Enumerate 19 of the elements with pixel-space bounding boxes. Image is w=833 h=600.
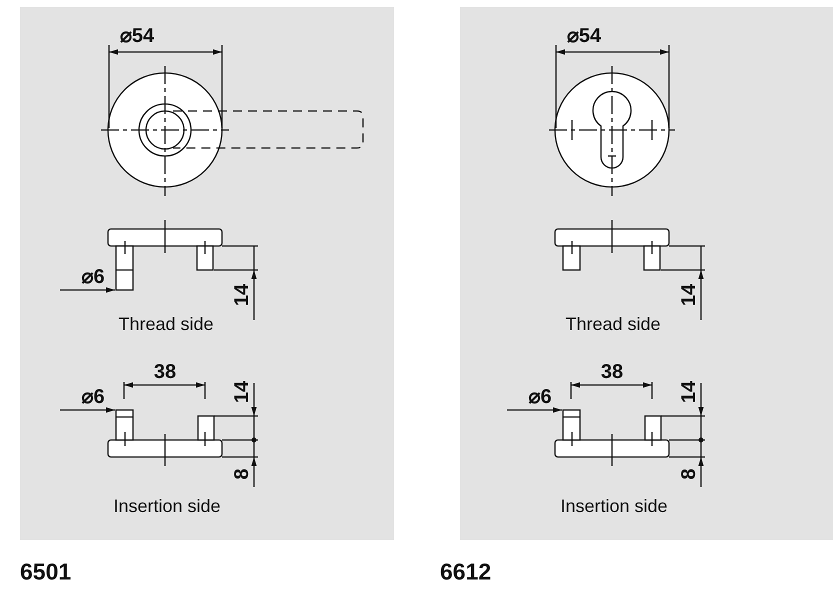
dimension-label: ⌀6 [81,387,105,407]
dimension-label: ⌀54 [566,26,602,46]
model-number: 6501 [20,560,72,584]
view-caption: Insertion side [113,497,221,515]
dimension-label: 14 [679,380,699,404]
dimension-label: 38 [600,362,624,382]
view-caption: Insertion side [560,497,668,515]
dimension-label: 14 [232,284,252,306]
dimension-label: 14 [679,284,699,306]
dimension-label: 8 [679,468,699,480]
dimension-label: ⌀54 [120,26,154,46]
dimension-label: ⌀6 [81,267,105,287]
dimension-label: 8 [232,468,252,480]
dimension-label: ⌀6 [528,387,552,407]
view-caption: Thread side [565,315,661,333]
dimension-label: 14 [232,380,252,404]
model-number: 6612 [440,560,492,584]
dimension-label: 38 [154,362,176,382]
view-caption: Thread side [118,315,214,333]
